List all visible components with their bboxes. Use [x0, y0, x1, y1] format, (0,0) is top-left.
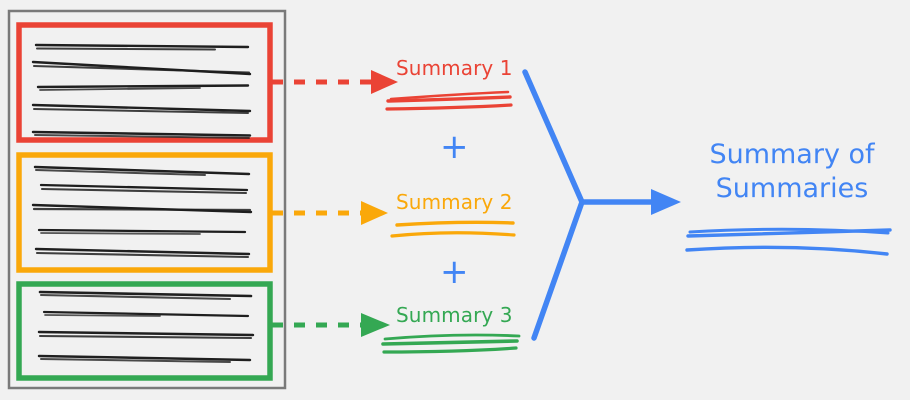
- summary-3-squiggle: [381, 333, 521, 354]
- section-green-text-lines: [37, 290, 255, 363]
- section-red-text-lines: [31, 43, 252, 139]
- plus-operator-1: +: [440, 127, 469, 167]
- summary-1-squiggle: [385, 90, 513, 111]
- summary-2-squiggle: [390, 220, 516, 238]
- summary-3-label: Summary 3: [396, 303, 513, 327]
- merge-connector: [522, 69, 681, 341]
- section-red-border: [16, 22, 273, 143]
- final-output-squiggle: [685, 227, 892, 256]
- summary-1-label: Summary 1: [396, 56, 513, 80]
- document-section-orange[interactable]: [16, 152, 273, 273]
- dashed-arrow-red: [272, 70, 398, 94]
- source-document-frame: [7, 9, 287, 390]
- document-section-green[interactable]: [16, 281, 273, 381]
- section-green-border: [16, 281, 273, 381]
- dashed-arrow-green: [272, 313, 390, 337]
- section-orange-text-lines: [31, 165, 253, 259]
- summary-2-label: Summary 2: [396, 190, 513, 214]
- final-output-title: Summary of Summaries: [709, 139, 875, 205]
- plus-operator-2: +: [440, 252, 469, 292]
- section-orange-border: [16, 152, 273, 273]
- dashed-arrow-orange: [272, 201, 388, 225]
- document-section-red[interactable]: [16, 22, 273, 143]
